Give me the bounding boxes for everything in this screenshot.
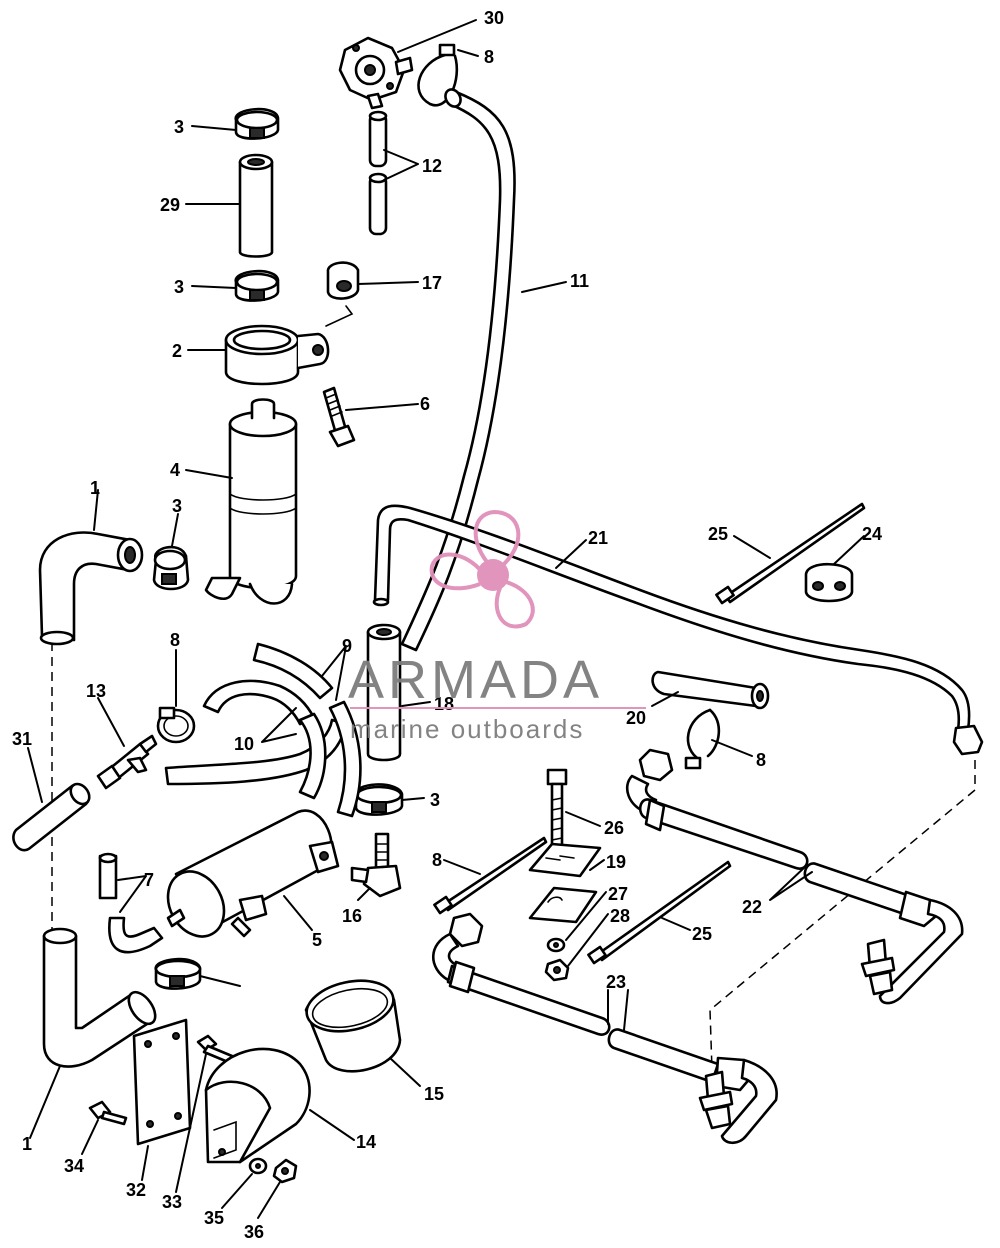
callout-3-a: 3 [174,117,184,137]
assembly-dashed-lines [51,642,976,1071]
tee-fitting [96,734,158,790]
callout-8-middle: 8 [432,850,442,870]
hose-29 [238,153,274,258]
mounting-plate [132,1018,192,1146]
callout-22: 22 [742,897,762,917]
callout-15: 15 [424,1084,444,1104]
callout-4: 4 [170,460,180,480]
watermark-tagline: marine outboards [350,714,584,744]
callout-31: 31 [12,729,32,749]
water-separator-filter [166,809,340,938]
bolt-6 [322,386,356,448]
dashed-guide-17 [325,305,354,327]
sleeve-15 [304,979,402,1073]
callout-28: 28 [610,906,630,926]
hose-clamp-1 [234,107,280,140]
hose-clamp-3 [152,545,190,591]
hose-20 [651,670,770,710]
callout-5: 5 [312,930,322,950]
watermark-brand: ARMADA [348,650,603,710]
cable-tie-lower [587,860,732,965]
propeller-logo-icon [429,509,535,629]
callout-17: 17 [422,273,442,293]
callout-10: 10 [234,734,254,754]
short-hoses [368,110,388,236]
callout-2: 2 [172,341,182,361]
callout-29: 29 [160,195,180,215]
callout-35: 35 [204,1208,224,1228]
line-clamp-19 [528,842,602,924]
hose-18 [366,623,402,762]
fuel-line-23 [432,912,778,1145]
nut-36 [272,1158,298,1184]
callout-3-c: 3 [172,496,182,516]
screw-33 [196,1034,234,1064]
callout-1-upper: 1 [90,478,100,498]
hose-clamp-5 [154,957,202,990]
elbow-fitting-16 [350,832,402,898]
screw-34 [88,1100,128,1126]
grommet-24 [804,562,854,603]
callout-25-lower: 25 [692,924,712,944]
small-elbow-hose [98,852,164,954]
washer-27 [546,937,566,953]
hose-clamp-2 [234,269,280,302]
callout-36: 36 [244,1222,264,1242]
filter-bracket [224,324,330,386]
strap-clamp-right [684,708,721,770]
callout-14: 14 [356,1132,376,1152]
callout-16: 16 [342,906,362,926]
callout-12: 12 [422,156,442,176]
nut-28 [544,958,570,982]
callout-8-top: 8 [484,47,494,67]
callout-3-b: 3 [174,277,184,297]
curved-hoses [164,642,362,818]
filter-shield [204,1047,311,1164]
callout-1-lower: 1 [22,1134,32,1154]
washer-35 [248,1157,268,1175]
callout-7: 7 [144,870,154,890]
cable-tie-upper [715,502,866,605]
fuel-line-21 [372,504,984,756]
callout-26: 26 [604,818,624,838]
callout-11: 11 [570,271,589,291]
short-hose-31 [12,782,91,852]
callout-32: 32 [126,1180,146,1200]
elbow-hose-upper [38,531,144,646]
elbow-hose-lower [42,927,157,1068]
callout-24: 24 [862,524,882,544]
callout-8-right: 8 [756,750,766,770]
callout-20: 20 [626,708,646,728]
bolt-26 [546,768,568,854]
callout-27: 27 [608,884,628,904]
callout-13: 13 [86,681,106,701]
callout-3-d: 3 [430,790,440,810]
callout-6: 6 [420,394,430,414]
callout-33: 33 [162,1192,182,1212]
cable-tie-middle [433,836,548,915]
callout-25-upper: 25 [708,524,728,544]
armada-watermark: ARMADA marine outboards [348,509,646,744]
callout-9: 9 [342,636,352,656]
fuel-filter [204,398,298,605]
fuel-pump [338,36,414,110]
strap-clamp-left [156,706,196,744]
callout-30: 30 [484,8,504,28]
leader-lines [27,19,865,1219]
callout-19: 19 [606,852,626,872]
hose-clamp-4 [354,783,404,816]
callout-23: 23 [606,972,626,992]
grommet [326,261,360,300]
callout-21: 21 [588,528,608,548]
callout-34: 34 [64,1156,84,1176]
fuel-line-22 [625,748,964,1005]
callout-8-left: 8 [170,630,180,650]
